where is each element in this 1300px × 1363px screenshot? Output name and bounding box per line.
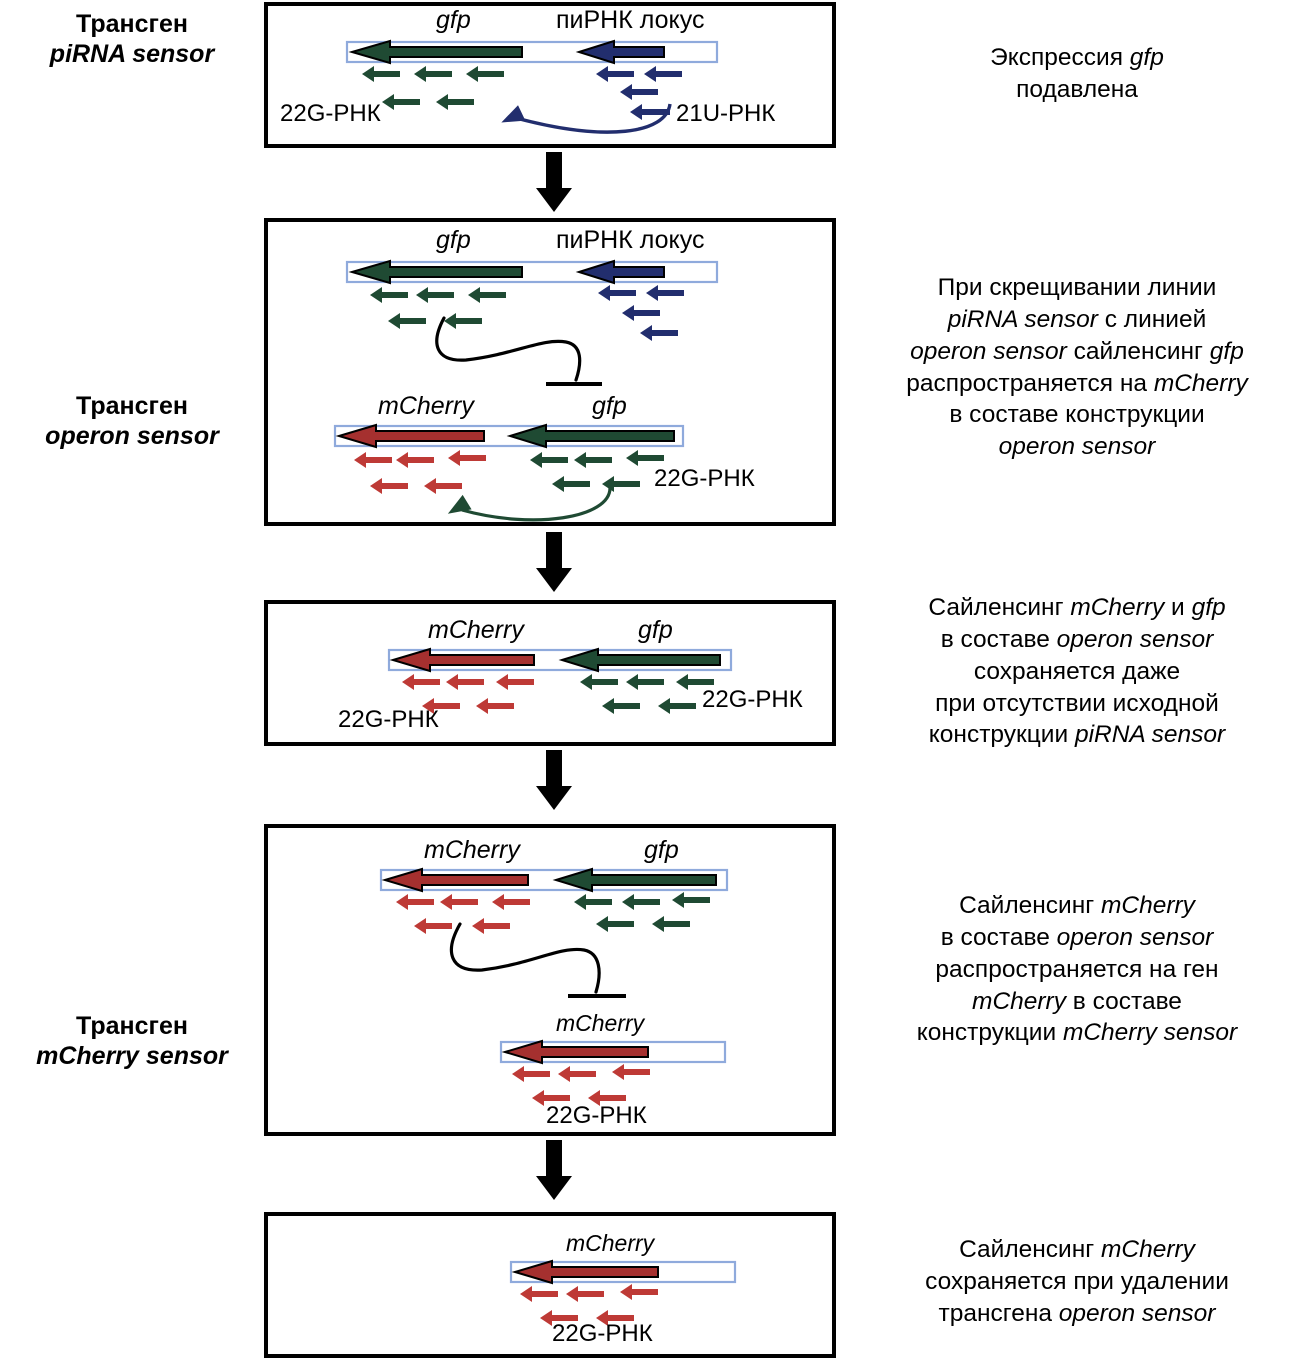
desc-line: в составе operon sensor <box>940 923 1214 951</box>
flow-connector-1 <box>534 152 574 214</box>
gene-label-mcherry-p3: mCherry <box>428 616 524 644</box>
rna-cluster-mcherry-22g-p4 <box>394 892 544 938</box>
stage-label-line1: Трансген <box>76 392 188 420</box>
inhibition-connector-p2 <box>424 316 644 396</box>
rna-tag-22g-p5: 22G-РНК <box>552 1320 653 1347</box>
flow-connector-3 <box>534 750 574 812</box>
amplification-arrow-p2 <box>414 484 624 528</box>
rna-tag-22g-p3-right: 22G-РНК <box>702 686 803 713</box>
rna-cluster-gfp-22g-p4 <box>572 892 732 938</box>
rna-cluster-21u-p2 <box>596 283 716 341</box>
desc-line: распространяется на mCherry <box>906 369 1248 397</box>
rna-cluster-mcherry-22g-p5 <box>518 1284 668 1330</box>
construct-pirna-sensor-p2 <box>345 258 719 286</box>
gene-label-gfp-p1: gfp <box>436 6 471 34</box>
stage-label-line2: mCherry sensor <box>36 1041 228 1070</box>
rna-cluster-22g-p2-top <box>368 283 528 333</box>
construct-operon-sensor-p3 <box>387 646 733 674</box>
construct-mcherry-sensor-p5 <box>509 1258 737 1286</box>
description-4: Сайленсинг mCherry в составе operon sens… <box>862 890 1292 1049</box>
gene-label-gfp-p3: gfp <box>638 616 673 644</box>
stage-label-operon-sensor: Трансген operon sensor <box>6 392 258 451</box>
desc-line: Сайленсинг mCherry <box>959 1236 1195 1263</box>
gene-label-mcherry-p4-bottom: mCherry <box>556 1010 645 1036</box>
desc-line: operon sensor <box>998 433 1156 461</box>
rna-tag-22g-p1: 22G-РНК <box>280 100 381 127</box>
desc-line: operon sensor сайленсинг gfp <box>910 337 1244 365</box>
rna-cluster-22g-p1 <box>360 62 520 112</box>
gene-label-gfp-p4: gfp <box>644 836 679 864</box>
description-1: Экспрессия gfp подавлена <box>862 42 1292 106</box>
desc-line: Экспрессия gfp <box>990 44 1164 71</box>
rna-cluster-mcherry-22g-p3 <box>400 672 550 718</box>
stage-label-line1: Трансген <box>76 10 188 38</box>
locus-label-pirna-p2: пиРНК локус <box>556 226 705 254</box>
rna-cluster-mcherry-22g-p4-bottom <box>510 1064 660 1110</box>
desc-line: Сайленсинг mCherry и gfp <box>928 594 1226 621</box>
construct-mcherry-sensor-p4 <box>499 1038 727 1066</box>
desc-line: подавлена <box>1016 75 1138 103</box>
gene-label-mcherry-p4-top: mCherry <box>424 836 520 864</box>
description-3: Сайленсинг mCherry и gfp в составе opero… <box>862 592 1292 751</box>
flow-connector-2 <box>534 532 574 594</box>
rna-tag-21u-p1: 21U-РНК <box>676 100 776 127</box>
gene-label-gfp-p2-top: gfp <box>436 226 471 254</box>
rna-tag-22g-p2: 22G-РНК <box>654 465 755 492</box>
stage-label-pirna-sensor: Трансген piRNA sensor <box>6 10 258 69</box>
rna-cluster-21u-p1 <box>594 62 714 120</box>
rna-cluster-gfp-22g-p2 <box>528 448 688 498</box>
desc-line: конструкции piRNA sensor <box>928 721 1226 749</box>
desc-line: При скрещивании линии <box>937 274 1217 301</box>
desc-line: конструкции mCherry sensor <box>916 1019 1238 1047</box>
panel-pirna-sensor <box>264 2 836 148</box>
desc-line: распространяется на ген <box>935 955 1219 983</box>
panel-operon-sensor-alone <box>264 600 836 746</box>
flow-connector-4 <box>534 1140 574 1202</box>
desc-line: piRNA sensor с линией <box>947 305 1207 333</box>
amplification-arrow-p1 <box>480 96 680 142</box>
stage-label-mcherry-sensor: Трансген mCherry sensor <box>6 1012 258 1071</box>
description-5: Сайленсинг mCherry сохраняется при удале… <box>862 1234 1292 1330</box>
rna-tag-22g-p4: 22G-РНК <box>546 1102 647 1129</box>
gene-label-gfp-p2-bottom: gfp <box>592 392 627 420</box>
rna-tag-22g-p3-left: 22G-РНК <box>338 706 439 733</box>
desc-line: при отсутствии исходной <box>935 689 1219 717</box>
inhibition-connector-p4 <box>436 922 666 1008</box>
construct-operon-sensor-p4 <box>379 866 729 894</box>
description-2: При скрещивании линии piRNA sensor с лин… <box>862 272 1292 463</box>
stage-label-line2: piRNA sensor <box>49 39 215 68</box>
locus-label-pirna-p1: пиРНК локус <box>556 6 705 34</box>
desc-line: в составе operon sensor <box>940 625 1214 653</box>
construct-pirna-sensor <box>345 38 719 66</box>
desc-line: в составе конструкции <box>949 401 1205 429</box>
construct-operon-sensor-p2 <box>333 422 685 450</box>
panel-mcherry-sensor-alone <box>264 1212 836 1358</box>
desc-line: сохраняется даже <box>973 657 1181 685</box>
rna-cluster-mcherry-22g-p2 <box>352 448 512 498</box>
gene-label-mcherry-p5: mCherry <box>566 1230 655 1256</box>
desc-line: mCherry в составе <box>972 987 1182 1015</box>
desc-line: трансгена operon sensor <box>938 1299 1216 1327</box>
rna-cluster-gfp-22g-p3 <box>578 672 738 718</box>
stage-label-line2: operon sensor <box>45 421 219 450</box>
desc-line: Сайленсинг mCherry <box>959 892 1195 919</box>
stage-label-line1: Трансген <box>76 1012 188 1040</box>
desc-line: сохраняется при удалении <box>925 1267 1229 1295</box>
gene-label-mcherry-p2: mCherry <box>378 392 474 420</box>
